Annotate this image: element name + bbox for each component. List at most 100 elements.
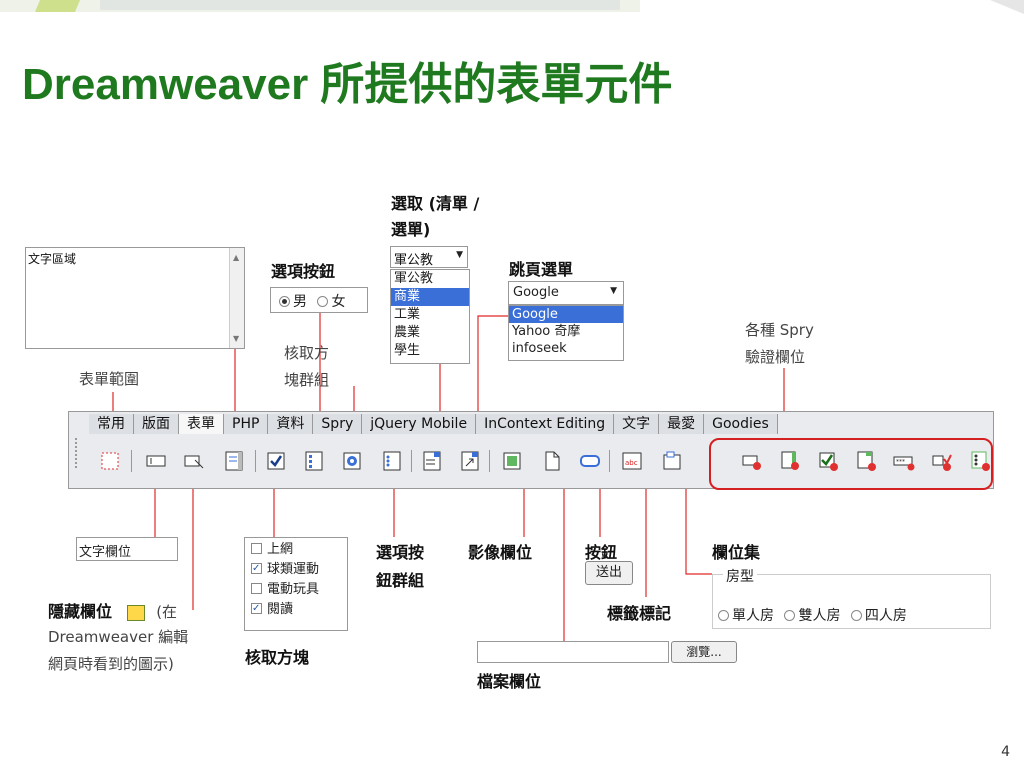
select-list-icon[interactable] [421,450,443,472]
select-dropdown[interactable]: 軍公教 ▼ [390,246,468,268]
select-option[interactable]: 工業 [394,307,421,322]
radio-female-label: 女 [331,294,346,310]
label-icon[interactable]: abc [621,450,643,472]
label-image-field: 影像欄位 [468,543,533,562]
spry-validation-text-field-icon[interactable] [741,450,763,472]
tab-common[interactable]: 常用 [89,414,134,434]
checkbox-demo: 上網 球類運動 電動玩具 閱讀 [244,537,348,631]
label-radio-button: 選項按鈕 [271,262,336,281]
tab-jquery-mobile[interactable]: jQuery Mobile [362,414,477,434]
spry-validation-confirm-icon[interactable] [931,450,953,472]
radio-demo: 男 女 [270,287,368,313]
toolbar-separator [131,450,132,472]
radio-button-icon[interactable] [341,450,363,472]
checkbox-unchecked[interactable] [251,583,262,594]
label-hidden-note-2: Dreamweaver 編輯 [48,628,189,646]
jump-option[interactable]: Yahoo 奇摩 [512,324,581,339]
select-value: 軍公教 [394,253,434,268]
tab-incontext-editing[interactable]: InContext Editing [476,414,615,434]
spry-validation-textarea-icon[interactable] [779,450,801,472]
page-title: Dreamweaver 所提供的表單元件 [22,60,673,109]
image-field-icon[interactable] [501,450,523,472]
spry-validation-select-icon[interactable] [855,450,877,472]
text-field-demo[interactable]: 文字欄位 [76,537,178,561]
tab-data[interactable]: 資料 [268,414,314,434]
tab-layout[interactable]: 版面 [134,414,179,434]
label-select-line2: 選單) [391,220,431,239]
checkbox-unchecked[interactable] [251,543,262,554]
checkbox-label: 球類運動 [267,562,320,577]
text-field-caption: 文字欄位 [79,545,132,560]
spry-validation-radio-group-icon[interactable] [969,450,991,472]
scroll-up-icon[interactable]: ▲ [233,253,240,262]
checkbox-row[interactable]: 球類運動 [245,559,347,580]
checkbox-icon[interactable] [265,450,287,472]
file-field-icon[interactable] [541,450,563,472]
radio-female[interactable] [317,295,329,307]
tab-php[interactable]: PHP [224,414,269,434]
checkbox-row[interactable]: 電動玩具 [245,580,347,600]
toolbar-separator [255,450,256,472]
toolbar-separator [411,450,412,472]
tab-forms[interactable]: 表單 [179,414,224,434]
select-option[interactable]: 商業 [391,288,469,306]
toolbar-grip[interactable] [75,438,80,468]
radio-double-room[interactable] [784,609,796,621]
label-label-tag: 標籤標記 [607,604,672,623]
label-fieldset: 欄位集 [712,543,761,562]
select-option[interactable]: 軍公教 [394,271,434,286]
label-button: 按鈕 [585,543,618,562]
radio-quad-room[interactable] [850,609,862,621]
label-hidden-note-3: 網頁時看到的圖示) [48,655,174,673]
label-checkbox-group-line2: 塊群組 [284,371,330,389]
checkbox-group-icon[interactable] [303,450,325,472]
hidden-field-note: 隱藏欄位 (在 [48,598,177,622]
label-checkbox: 核取方塊 [245,648,310,667]
radio-male[interactable] [279,295,290,307]
jump-option[interactable]: infoseek [512,341,567,356]
textarea-icon[interactable] [223,450,245,472]
tab-goodies[interactable]: Goodies [704,414,778,434]
tab-text[interactable]: 文字 [614,414,660,434]
radio-group-icon[interactable] [381,450,403,472]
spry-validation-highlight [709,438,993,490]
checkbox-checked[interactable] [251,559,262,579]
scroll-down-icon[interactable]: ▼ [233,334,240,343]
spry-validation-password-icon[interactable]: *** [893,450,915,472]
select-list: 軍公教 商業 工業 農業 學生 [390,269,470,364]
textarea-demo[interactable]: 文字區域 ▲ ▼ [25,247,245,349]
top-banner [0,0,1024,20]
tab-favorites[interactable]: 最愛 [659,414,705,434]
fieldset-icon[interactable] [661,450,683,472]
file-path-input[interactable] [477,641,669,663]
checkbox-row[interactable]: 上網 [245,540,347,560]
browse-button[interactable]: 瀏覽... [671,641,737,663]
svg-text:abc: abc [625,459,638,467]
label-checkbox-group-line1: 核取方 [284,344,330,362]
hidden-field-icon[interactable] [183,450,205,472]
textarea-scrollbar[interactable]: ▲ ▼ [229,248,244,348]
checkbox-label: 閱讀 [267,602,294,617]
spry-validation-checkbox-icon[interactable] [817,450,839,472]
submit-button[interactable]: 送出 [585,561,633,585]
label-jump-menu: 跳頁選單 [509,260,574,279]
fieldset-demo: 房型 單人房 雙人房 四人房 [712,566,991,629]
jump-menu-icon[interactable] [459,450,481,472]
select-option[interactable]: 學生 [394,343,421,358]
tab-spry[interactable]: Spry [313,414,363,434]
chevron-down-icon[interactable]: ▼ [610,286,617,296]
checkbox-row[interactable]: 閱讀 [245,599,347,620]
text-field-icon[interactable] [145,450,167,472]
label-spry-line1: 各種 Spry [745,321,814,339]
page-number: 4 [1001,744,1010,760]
checkbox-checked[interactable] [251,599,262,619]
form-icon[interactable] [99,450,121,472]
radio-single-room[interactable] [718,609,729,621]
svg-text:***: *** [896,459,905,466]
jump-menu-dropdown[interactable]: Google ▼ [508,281,624,305]
select-option[interactable]: 農業 [394,325,421,340]
chevron-down-icon[interactable]: ▼ [456,250,463,260]
label-hidden-field: 隱藏欄位 [48,602,113,621]
button-icon[interactable] [579,450,601,472]
jump-option[interactable]: Google [509,306,623,323]
